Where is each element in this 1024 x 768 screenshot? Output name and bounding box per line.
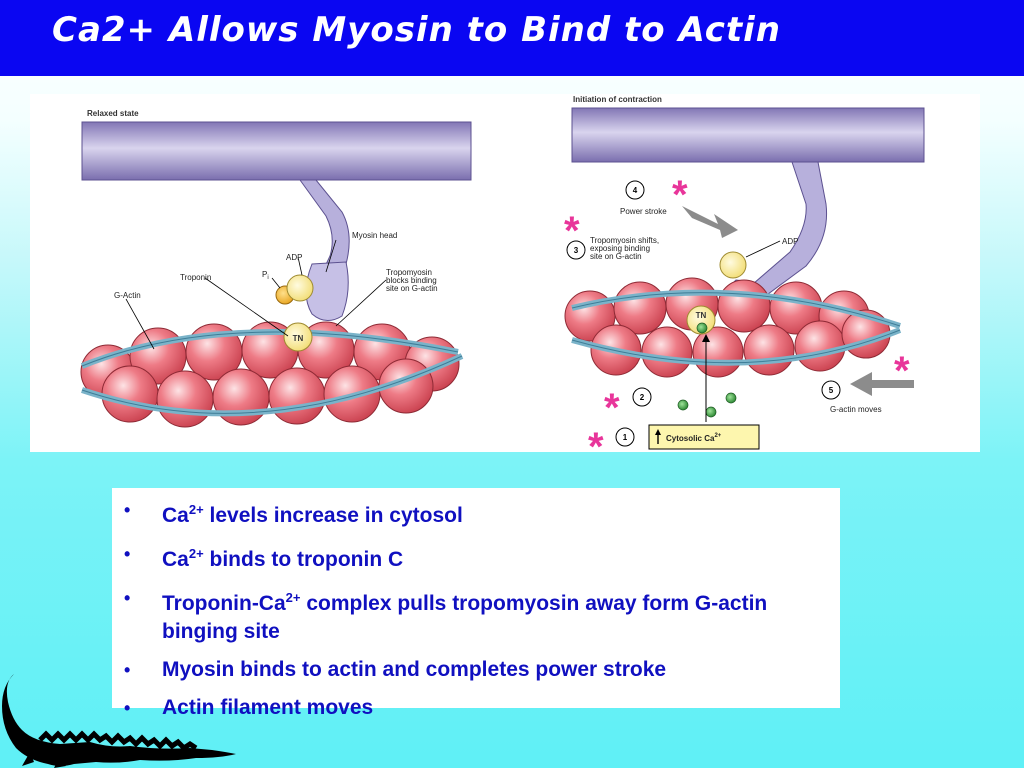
tropomyosin-label-line2: blocks binding bbox=[386, 276, 437, 285]
tropomyosin-left-lower-edge bbox=[81, 355, 463, 414]
bullet-item: •Troponin-Ca2+ complex pulls tropomyosin… bbox=[112, 584, 840, 646]
tropomyosin-right-upper-edge bbox=[571, 292, 901, 327]
bullet-item: •Ca2+ levels increase in cytosol bbox=[112, 496, 840, 530]
bullet-list-box: •Ca2+ levels increase in cytosol •Ca2+ b… bbox=[112, 488, 840, 719]
tn-label-right: TN bbox=[696, 311, 707, 320]
bullet-item: •Ca2+ binds to troponin C bbox=[112, 540, 840, 574]
g-actin-moves-arrow bbox=[850, 372, 914, 396]
bullet-dot: • bbox=[124, 698, 131, 718]
svg-text:2: 2 bbox=[640, 393, 645, 402]
troponin-tn-right bbox=[686, 305, 716, 335]
tropomyosin-label-line3: site on G-actin bbox=[386, 284, 438, 293]
adp-ball-left bbox=[286, 274, 314, 302]
troponin-label: Troponin bbox=[180, 273, 211, 282]
svg-text:1: 1 bbox=[623, 433, 628, 442]
myosin-neck-right bbox=[745, 161, 828, 301]
title-bar: Ca2+ Allows Myosin to Bind to Actin bbox=[0, 0, 1024, 76]
adp-label-right: ADP bbox=[782, 237, 798, 246]
asterisk-step1: * bbox=[588, 425, 604, 452]
myosin-head-label: Myosin head bbox=[352, 231, 397, 240]
asterisk-step3: * bbox=[564, 209, 580, 253]
power-stroke-label: Power stroke bbox=[620, 207, 667, 216]
relaxed-state-heading: Relaxed state bbox=[87, 109, 139, 118]
thick-filament-left bbox=[81, 121, 472, 181]
contraction-heading: Initiation of contraction bbox=[573, 95, 662, 104]
bullet-dot: • bbox=[124, 588, 131, 608]
bullet-list: •Ca2+ levels increase in cytosol •Ca2+ b… bbox=[112, 488, 840, 722]
contraction-panel: Initiation of contraction bbox=[564, 95, 925, 452]
svg-text:5: 5 bbox=[829, 386, 834, 395]
tropomyosin-left-upper-edge bbox=[81, 331, 459, 367]
asterisk-step5: * bbox=[894, 349, 910, 393]
bullet-dot: • bbox=[124, 544, 131, 564]
slide-title: Ca2+ Allows Myosin to Bind to Actin bbox=[52, 10, 782, 50]
bullet-item: •Actin filament moves bbox=[112, 694, 840, 722]
asterisk-step4: * bbox=[672, 173, 688, 217]
calcium-on-tn bbox=[696, 322, 708, 334]
relaxed-state-panel: Relaxed state bbox=[80, 109, 472, 428]
g-actin-moves-label: G-actin moves bbox=[830, 405, 882, 414]
bullet-item: •Myosin binds to actin and completes pow… bbox=[112, 656, 840, 684]
adp-ball-right bbox=[719, 251, 747, 279]
svg-text:3: 3 bbox=[574, 246, 579, 255]
step3-line1: Tropomyosin shifts, bbox=[590, 236, 659, 245]
bullet-dot: • bbox=[124, 500, 131, 520]
cytosolic-ca-box bbox=[648, 424, 760, 450]
tn-label-left: TN bbox=[293, 334, 304, 343]
tropomyosin-right-lower-edge bbox=[571, 329, 901, 364]
step3-line3: site on G-actin bbox=[590, 252, 642, 261]
muscle-contraction-figure: Relaxed state bbox=[30, 94, 980, 452]
cytosolic-calcium-ions bbox=[677, 392, 737, 418]
adp-label-left: ADP bbox=[286, 253, 302, 262]
pi-label-left: Pi bbox=[262, 270, 269, 281]
cytosolic-ca-label: Cytosolic Ca2+ bbox=[666, 433, 722, 443]
bullet-dot: • bbox=[124, 660, 131, 680]
svg-text:4: 4 bbox=[633, 186, 638, 195]
troponin-tn-left bbox=[283, 322, 313, 352]
thick-filament-right bbox=[571, 107, 925, 163]
tropomyosin-label-line1: Tropomyosin bbox=[386, 268, 432, 277]
power-stroke-arrow bbox=[682, 206, 738, 238]
alligator-silhouette-icon bbox=[2, 674, 236, 768]
actin-filament-left bbox=[80, 321, 460, 428]
g-actin-label: G-Actin bbox=[114, 291, 141, 300]
step3-line2: exposing binding bbox=[590, 244, 650, 253]
asterisk-step2: * bbox=[604, 386, 620, 430]
